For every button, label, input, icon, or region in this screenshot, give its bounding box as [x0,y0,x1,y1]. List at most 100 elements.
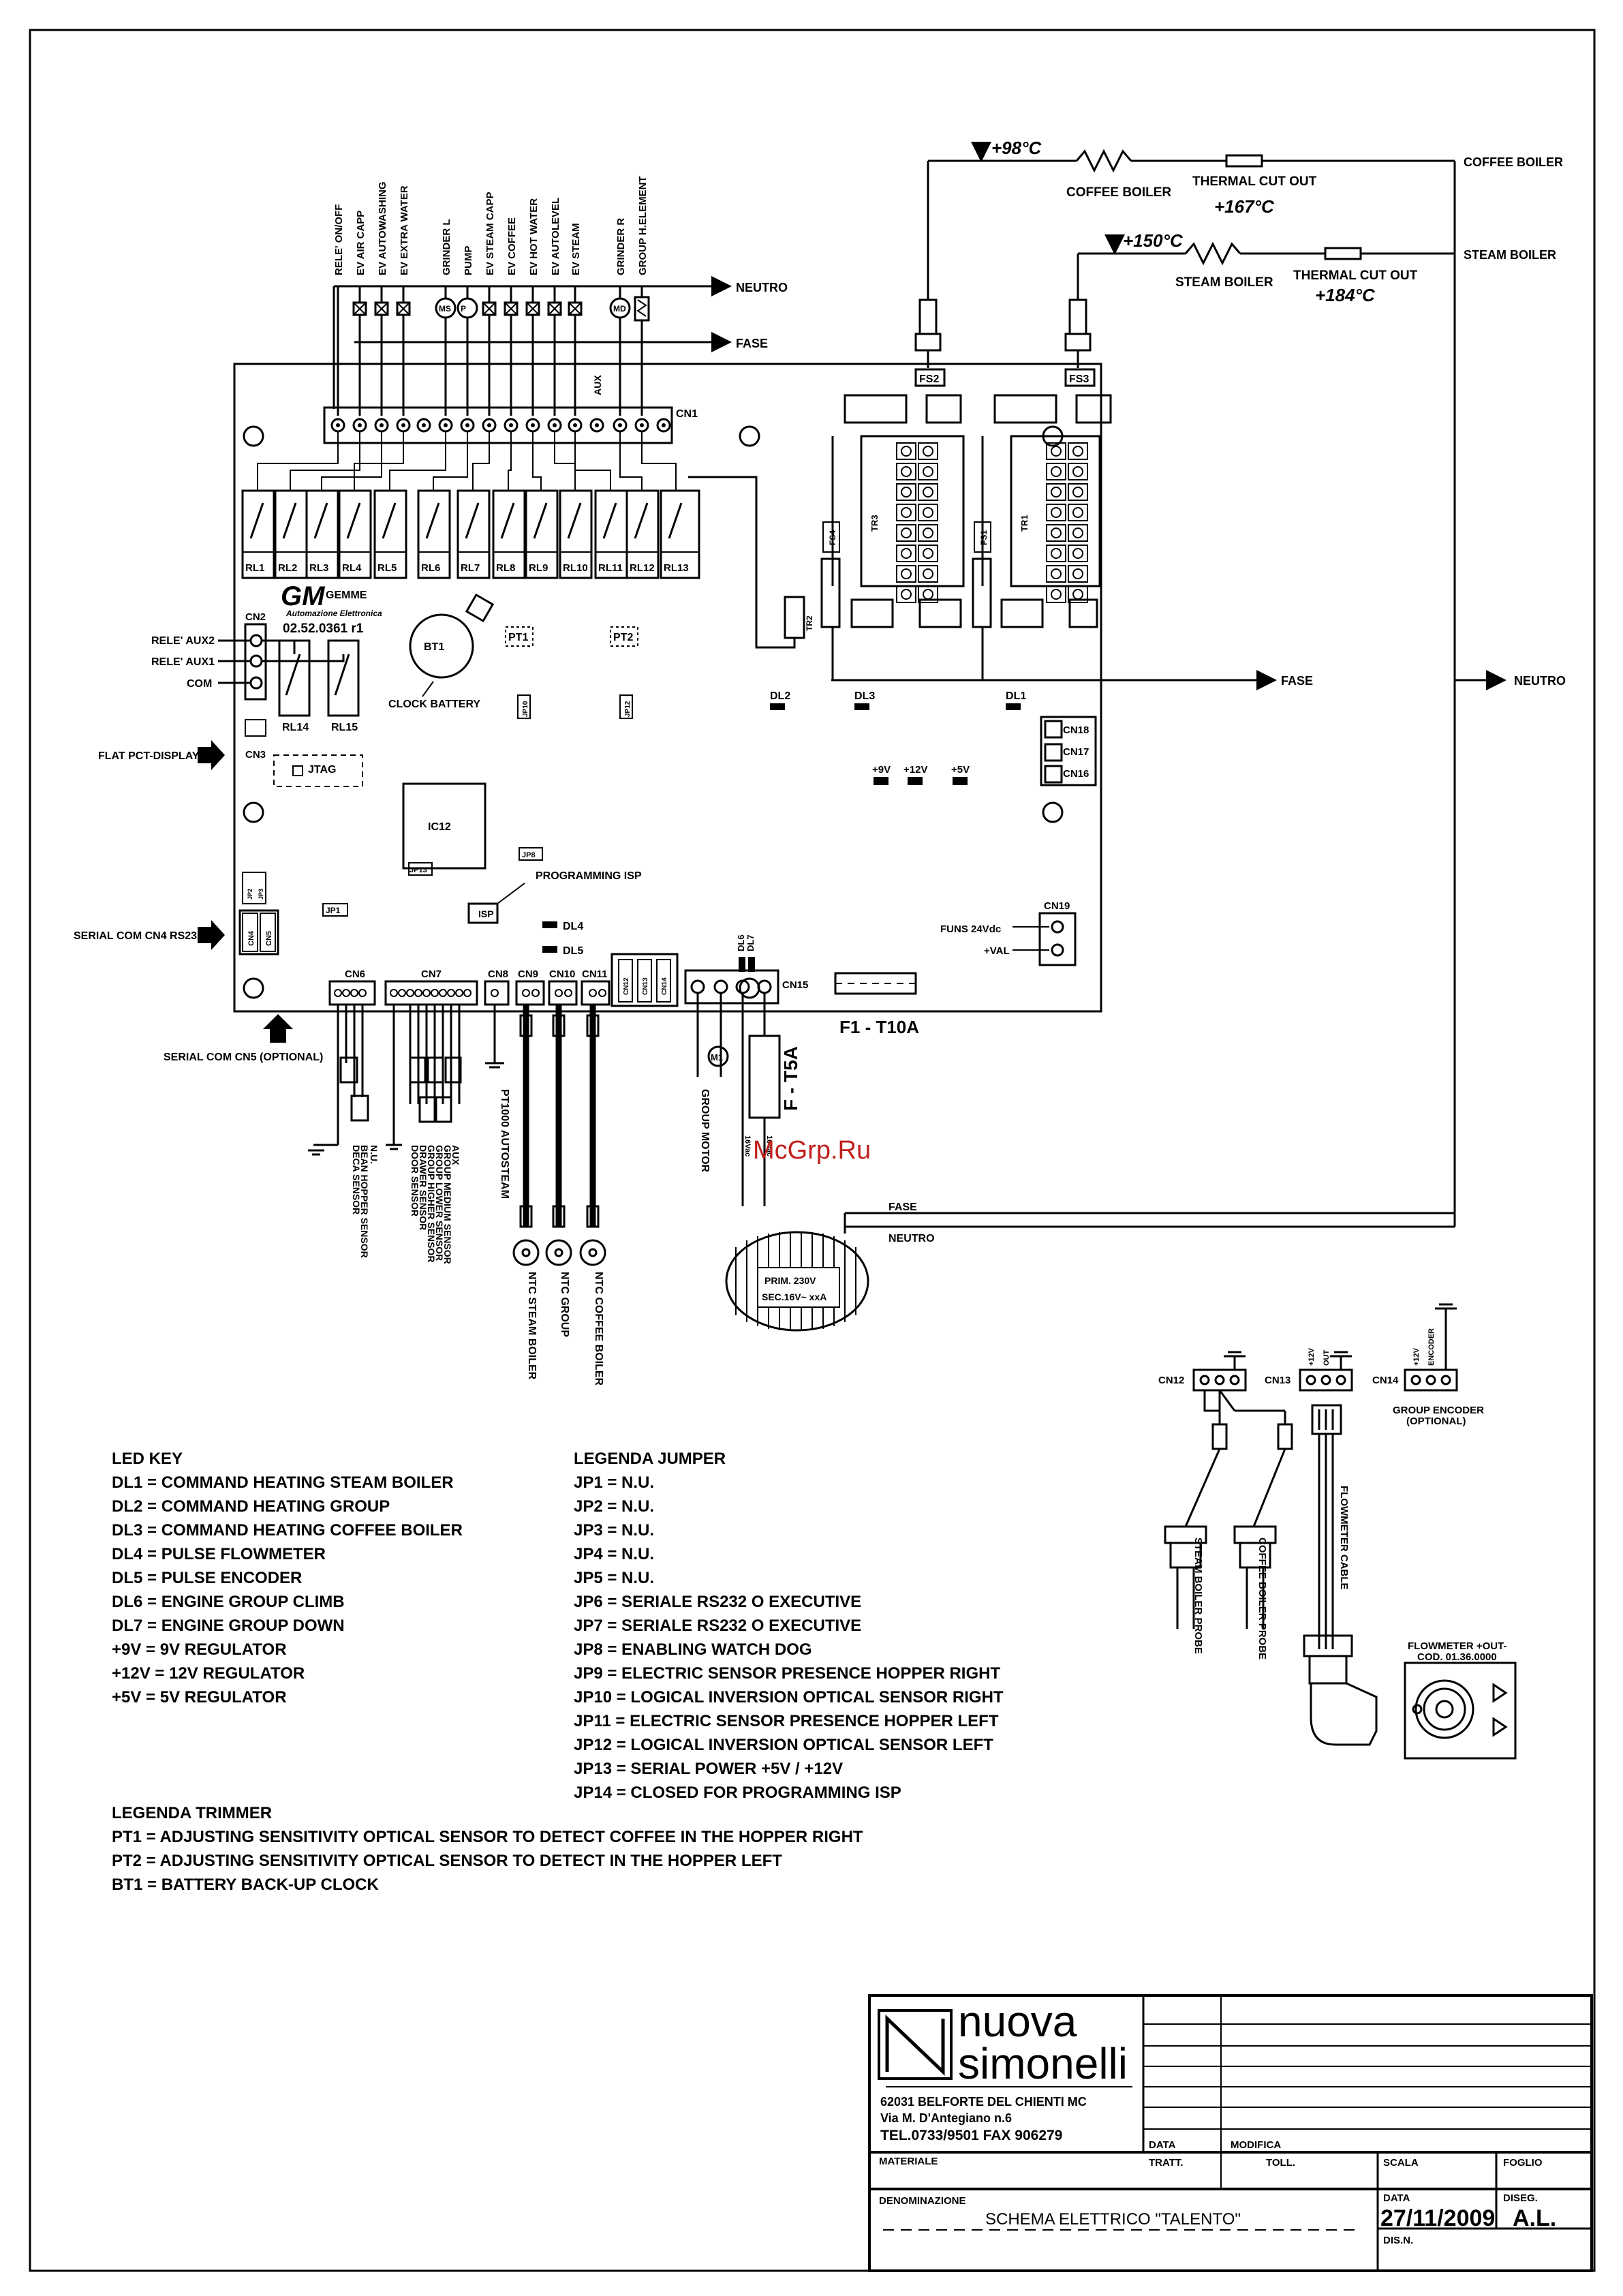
v5-label: +5V [951,764,970,776]
cn16-label: CN16 [1063,768,1089,780]
cn14-periph-label: CN14 [1372,1375,1399,1386]
connector-pin [431,989,439,997]
v9-label: +9V [872,764,891,776]
load-label: PUMP [463,246,474,275]
cn14-board-label: CN14 [661,977,668,995]
jp8-label: JP8 [522,851,536,859]
address-2: Via M. D'Antegiano n.6 [880,2111,1012,2125]
neutro-top-label: NEUTRO [736,281,788,294]
bottom-connector-pins [334,959,671,1002]
cn9-label: CN9 [518,968,538,980]
cn15-label: CN15 [782,979,808,991]
fuse-f-label: F - T5A [780,1046,801,1111]
legend-item: DL3 = COMMAND HEATING COFFEE BOILER [112,1521,463,1540]
fs4-label: FS4 [828,530,837,545]
legend-item: JP11 = ELECTRIC SENSOR PRESENCE HOPPER L… [574,1712,999,1730]
cn2-label: CN2 [245,611,266,623]
toll-label: TOLL. [1266,2157,1295,2169]
legend-item: JP4 = N.U. [574,1545,654,1563]
legend-item: JP10 = LOGICAL INVERSION OPTICAL SENSOR … [574,1688,1004,1706]
load-label: EV EXTRA WATER [399,185,410,275]
coffee-probe-label: COFFEE BOILER PROBE [1256,1537,1268,1659]
legend-item: JP9 = ELECTRIC SENSOR PRESENCE HOPPER RI… [574,1664,1000,1683]
cn1-strip [323,406,673,444]
diseg-value: A.L. [1513,2205,1556,2231]
cn13-v12-label: +12V [1308,1347,1316,1366]
legend-title: LEGENDA TRIMMER [112,1804,272,1822]
modifica-label: MODIFICA [1231,2139,1281,2151]
funs-label: FUNS 24Vdc [940,923,1001,935]
cn18-label: CN18 [1063,724,1089,736]
load-motor-symbol [609,297,631,319]
v16ac-label-2: 16Vac [765,1135,773,1157]
dl2-label: DL2 [770,690,790,702]
relay-label: RL8 [496,562,515,574]
relay-label: RL1 [245,562,264,574]
v16ac-label-1: 16Vac [743,1135,752,1157]
legend-item: DL6 = ENGINE GROUP CLIMB [112,1593,345,1611]
load-label: EV STEAM CAPP [484,192,496,275]
aux-label: AUX [592,375,603,395]
clock-battery-label: CLOCK BATTERY [388,699,480,710]
cn7-label: CN7 [421,968,442,980]
serial-cn4-label: SERIAL COM CN4 RS232 [74,930,203,942]
connector-pin [350,989,358,997]
cn14-encoder-label: ENCODER [1427,1328,1436,1366]
denominazione-label: DENOMINAZIONE [879,2195,966,2207]
cn6-label: CN6 [345,968,365,980]
connector-pin [555,989,563,997]
connector-pin [422,989,431,997]
flowmeter-cable-label: FLOWMETER CABLE [1338,1486,1350,1589]
relay-label: RL12 [630,562,655,574]
legend-item: PT2 = ADJUSTING SENSITIVITY OPTICAL SENS… [112,1852,782,1870]
group-motor-label: GROUP MOTOR [699,1089,711,1173]
sensor-label: GROUP LOWER SENSOR [434,1145,445,1261]
connector-pin [439,989,447,997]
relay-label: RL11 [598,562,623,574]
ntc-steam-label: NTC STEAM BOILER [526,1272,538,1380]
cn13-board-label: CN13 [642,977,649,995]
group-encoder-label: GROUP ENCODER [1393,1405,1484,1416]
relay-label: RL7 [461,562,480,574]
com-label: COM [187,678,212,690]
tr3-label: TR3 [869,515,880,532]
legend-item: DL4 = PULSE FLOWMETER [112,1545,326,1563]
jp10-label: JP10 [522,701,529,717]
foglio-label: FOGLIO [1503,2157,1543,2169]
neutro-right-label: NEUTRO [1514,674,1566,688]
fs3-label: FS3 [1069,373,1089,385]
relay-label: RL10 [563,562,588,574]
m1-label: M1 [711,1052,723,1062]
power-lines [354,149,1492,1228]
rl14-label: RL14 [282,722,309,733]
legend-title: LED KEY [112,1450,183,1468]
company-name-2: simonelli [958,2039,1128,2088]
coffee-end-label: COFFEE BOILER [1464,155,1563,169]
transformer-neutro: NEUTRO [888,1233,935,1244]
ntc-coffee-label: NTC COFFEE BOILER [593,1272,604,1386]
cn11-label: CN11 [582,968,608,980]
cn12-periph-label: CN12 [1158,1375,1184,1386]
sensor-wiring [308,1005,504,1156]
cn1-pin [416,418,431,433]
dl1-label: DL1 [1006,690,1026,702]
triac-pads [896,442,1088,603]
legend-item: +12V = 12V REGULATOR [112,1664,305,1683]
connector-pin [463,989,472,997]
dl7-label: DL7 [745,934,756,951]
serial-cn5-label: SERIAL COM CN5 (OPTIONAL) [164,1052,323,1063]
cn1-pin [589,418,604,433]
relay-label: RL5 [377,562,397,574]
peripherals [1164,1303,1517,1760]
legend-title: LEGENDA JUMPER [574,1450,726,1468]
jp3-label: JP3 [258,889,264,900]
cn19-label: CN19 [1044,900,1070,912]
legend-item: +5V = 5V REGULATOR [112,1688,287,1706]
coffee-cutout-temp: +167°C [1214,196,1275,217]
leds [542,703,1021,972]
fase-right-label: FASE [1281,674,1313,688]
cn1-pin [656,418,671,433]
fs2-label: FS2 [919,373,939,385]
jp1-label: JP1 [326,906,341,915]
connector-pin [447,989,455,997]
